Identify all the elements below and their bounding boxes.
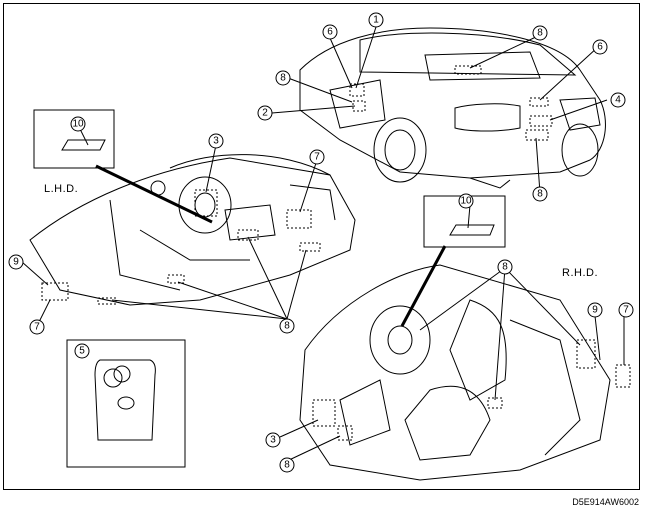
svg-text:8: 8	[502, 262, 508, 273]
key-inset-box	[66, 339, 186, 468]
rhd-part-markers	[312, 339, 631, 441]
svg-text:8: 8	[284, 460, 290, 471]
callout-4: 4	[610, 92, 626, 108]
svg-text:3: 3	[270, 435, 276, 446]
callout-8-roof: 8	[532, 25, 548, 41]
lhd-inset-pointer	[95, 164, 213, 224]
svg-text:10: 10	[72, 119, 84, 130]
svg-text:6: 6	[327, 27, 333, 38]
callout-10-rhd: 10	[458, 193, 474, 209]
rhd-inset-pointer	[400, 245, 447, 327]
svg-text:5: 5	[79, 346, 85, 357]
callout-7-lhd: 7	[309, 149, 325, 165]
lhd-inset-component	[61, 139, 106, 151]
callout-2: 2	[257, 105, 273, 121]
callout-8-lhd-floor: 8	[279, 318, 295, 334]
lhd-inset-box	[33, 109, 115, 169]
svg-text:9: 9	[13, 257, 19, 268]
svg-text:7: 7	[34, 322, 40, 333]
key-emblem-icon	[117, 396, 135, 410]
svg-text:10: 10	[460, 196, 472, 207]
callout-8-bumper: 8	[532, 186, 548, 202]
lhd-label: L.H.D.	[44, 183, 79, 195]
svg-text:4: 4	[615, 95, 621, 106]
key-button-icon	[103, 368, 123, 388]
svg-text:6: 6	[597, 42, 603, 53]
svg-text:8: 8	[537, 189, 543, 200]
callout-8-door: 8	[275, 70, 291, 86]
smart-key-body	[94, 359, 156, 441]
svg-text:8: 8	[280, 73, 286, 84]
svg-text:8: 8	[284, 321, 290, 332]
callout-7-lhd-bottom: 7	[29, 319, 45, 335]
callout-10-lhd: 10	[70, 116, 86, 132]
figure-frame	[3, 3, 640, 490]
exterior-part-markers	[349, 65, 553, 141]
svg-text:2: 2	[262, 108, 268, 119]
svg-text:7: 7	[623, 305, 629, 316]
svg-text:9: 9	[592, 305, 598, 316]
reference-code: D5E914AW6002	[572, 497, 639, 507]
callout-8-rhd-bottom: 8	[279, 457, 295, 473]
exterior-car-illustration	[299, 27, 606, 189]
callout-6-top: 6	[322, 24, 338, 40]
leader-lines	[21, 26, 625, 462]
callout-6-rear: 6	[592, 39, 608, 55]
callout-8-rhd-top: 8	[497, 259, 513, 275]
svg-text:7: 7	[314, 152, 320, 163]
rhd-inset-component	[449, 224, 495, 236]
callout-5: 5	[74, 343, 90, 359]
svg-text:3: 3	[213, 136, 219, 147]
key-button-icon-2	[113, 365, 131, 383]
callout-3-lhd: 3	[208, 133, 224, 149]
callout-9-rhd: 9	[587, 302, 603, 318]
callouts: 1 6 8 8 6 2 4 8 10 3 7 10 9 8 9 7 8 7 5 …	[8, 12, 634, 473]
svg-text:8: 8	[537, 28, 543, 39]
callout-1: 1	[368, 12, 384, 28]
svg-text:1: 1	[373, 15, 379, 26]
lhd-part-markers	[41, 189, 321, 305]
callout-7-rhd: 7	[618, 302, 634, 318]
callout-3-rhd: 3	[265, 432, 281, 448]
rhd-interior-illustration	[299, 264, 611, 481]
rhd-label: R.H.D.	[562, 267, 598, 279]
lhd-interior-illustration	[29, 154, 356, 306]
callout-9-lhd: 9	[8, 254, 24, 270]
